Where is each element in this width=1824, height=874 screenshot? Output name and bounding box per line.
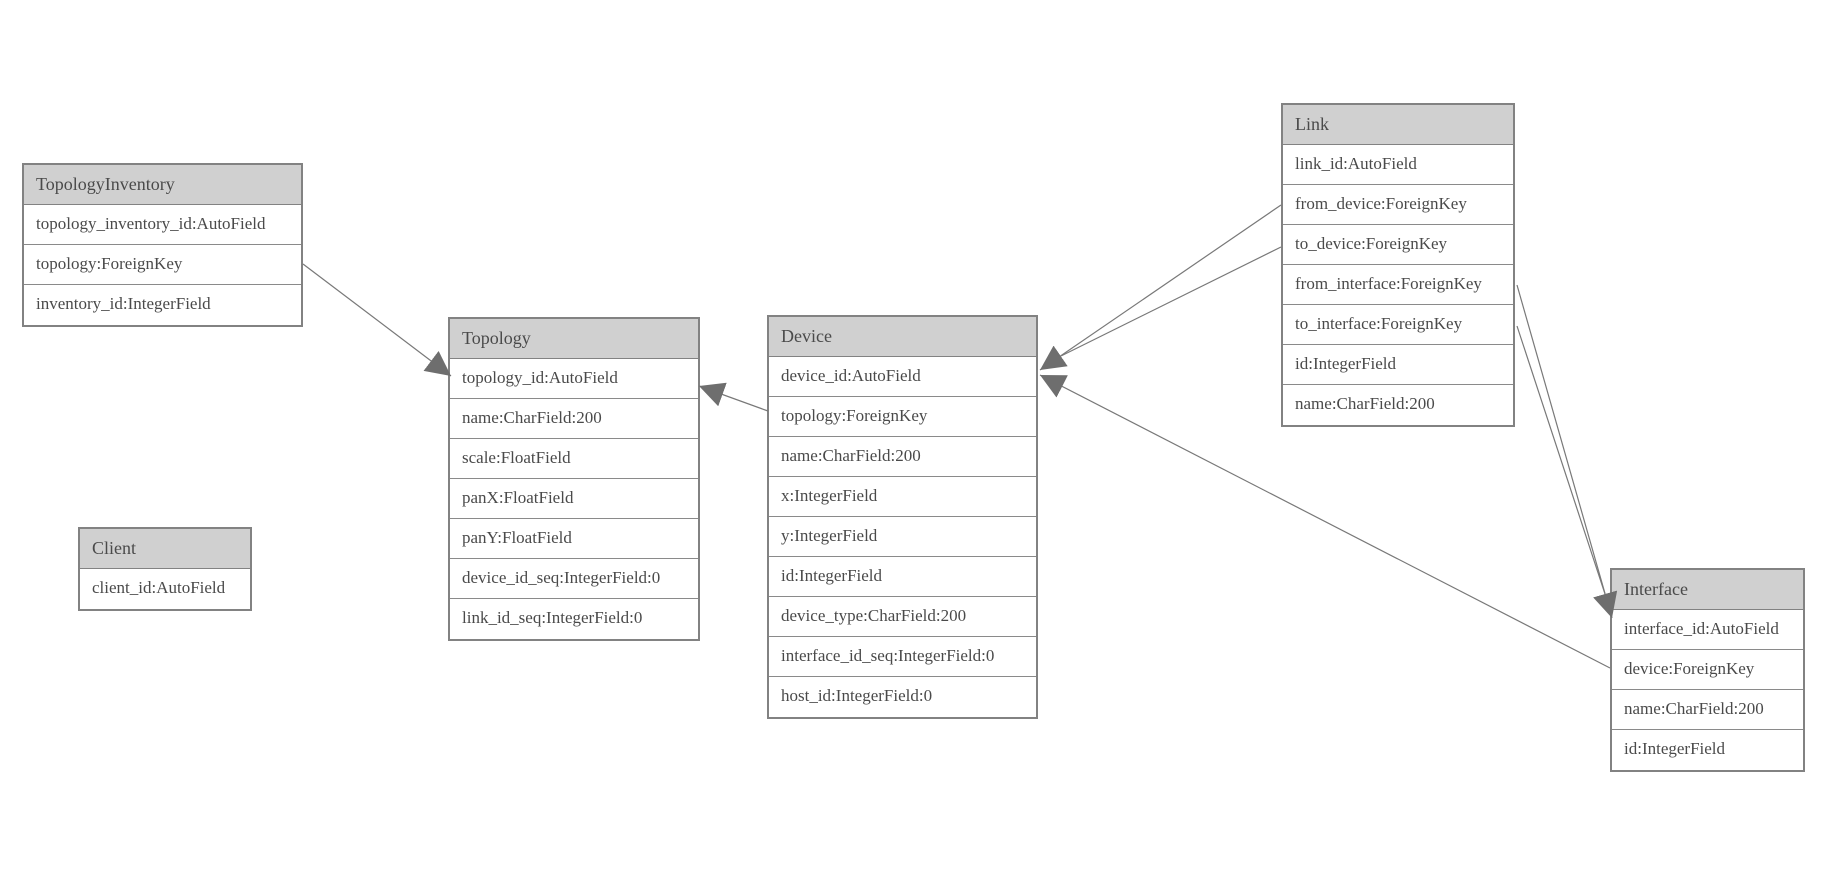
field-row: host_id:IntegerField:0 xyxy=(769,677,1036,717)
entity-client: Client client_id:AutoField xyxy=(78,527,252,611)
field-row: panX:FloatField xyxy=(450,479,698,519)
entity-header-interface: Interface xyxy=(1612,570,1803,610)
relation-device-topology xyxy=(698,382,769,412)
field-row: link_id_seq:IntegerField:0 xyxy=(450,599,698,639)
field-row: link_id:AutoField xyxy=(1283,145,1513,185)
entity-header-device: Device xyxy=(769,317,1036,357)
field-row: device_id_seq:IntegerField:0 xyxy=(450,559,698,599)
field-row: x:IntegerField xyxy=(769,477,1036,517)
entity-device: Device device_id:AutoField topology:Fore… xyxy=(767,315,1038,719)
field-row: topology_inventory_id:AutoField xyxy=(24,205,301,245)
relation-link-frominterface-interface xyxy=(1516,284,1618,619)
field-row: to_interface:ForeignKey xyxy=(1283,305,1513,345)
relation-link-tointerface-interface xyxy=(1516,325,1606,595)
field-row: from_interface:ForeignKey xyxy=(1283,265,1513,305)
field-row: id:IntegerField xyxy=(1283,345,1513,385)
field-row: device_id:AutoField xyxy=(769,357,1036,397)
entity-interface: Interface interface_id:AutoField device:… xyxy=(1610,568,1805,772)
entity-header-topologyinventory: TopologyInventory xyxy=(24,165,301,205)
field-row: name:CharField:200 xyxy=(450,399,698,439)
field-row: topology:ForeignKey xyxy=(24,245,301,285)
field-row: inventory_id:IntegerField xyxy=(24,285,301,325)
field-row: y:IntegerField xyxy=(769,517,1036,557)
field-row: name:CharField:200 xyxy=(1283,385,1513,425)
field-row: topology:ForeignKey xyxy=(769,397,1036,437)
relation-topologyinventory-topology xyxy=(302,263,452,377)
field-row: topology_id:AutoField xyxy=(450,359,698,399)
field-row: name:CharField:200 xyxy=(769,437,1036,477)
field-row: interface_id_seq:IntegerField:0 xyxy=(769,637,1036,677)
entity-topologyinventory: TopologyInventory topology_inventory_id:… xyxy=(22,163,303,327)
field-row: device:ForeignKey xyxy=(1612,650,1803,690)
entity-link: Link link_id:AutoField from_device:Forei… xyxy=(1281,103,1515,427)
field-row: to_device:ForeignKey xyxy=(1283,225,1513,265)
field-row: scale:FloatField xyxy=(450,439,698,479)
field-row: client_id:AutoField xyxy=(80,569,250,609)
field-row: interface_id:AutoField xyxy=(1612,610,1803,650)
relation-link-todevice-device xyxy=(1060,246,1282,357)
field-row: id:IntegerField xyxy=(769,557,1036,597)
field-row: name:CharField:200 xyxy=(1612,690,1803,730)
field-row: panY:FloatField xyxy=(450,519,698,559)
entity-topology: Topology topology_id:AutoField name:Char… xyxy=(448,317,700,641)
field-row: device_type:CharField:200 xyxy=(769,597,1036,637)
relation-link-fromdevice-device xyxy=(1039,204,1282,371)
entity-header-link: Link xyxy=(1283,105,1513,145)
entity-header-topology: Topology xyxy=(450,319,698,359)
field-row: from_device:ForeignKey xyxy=(1283,185,1513,225)
field-row: id:IntegerField xyxy=(1612,730,1803,770)
entity-header-client: Client xyxy=(80,529,250,569)
